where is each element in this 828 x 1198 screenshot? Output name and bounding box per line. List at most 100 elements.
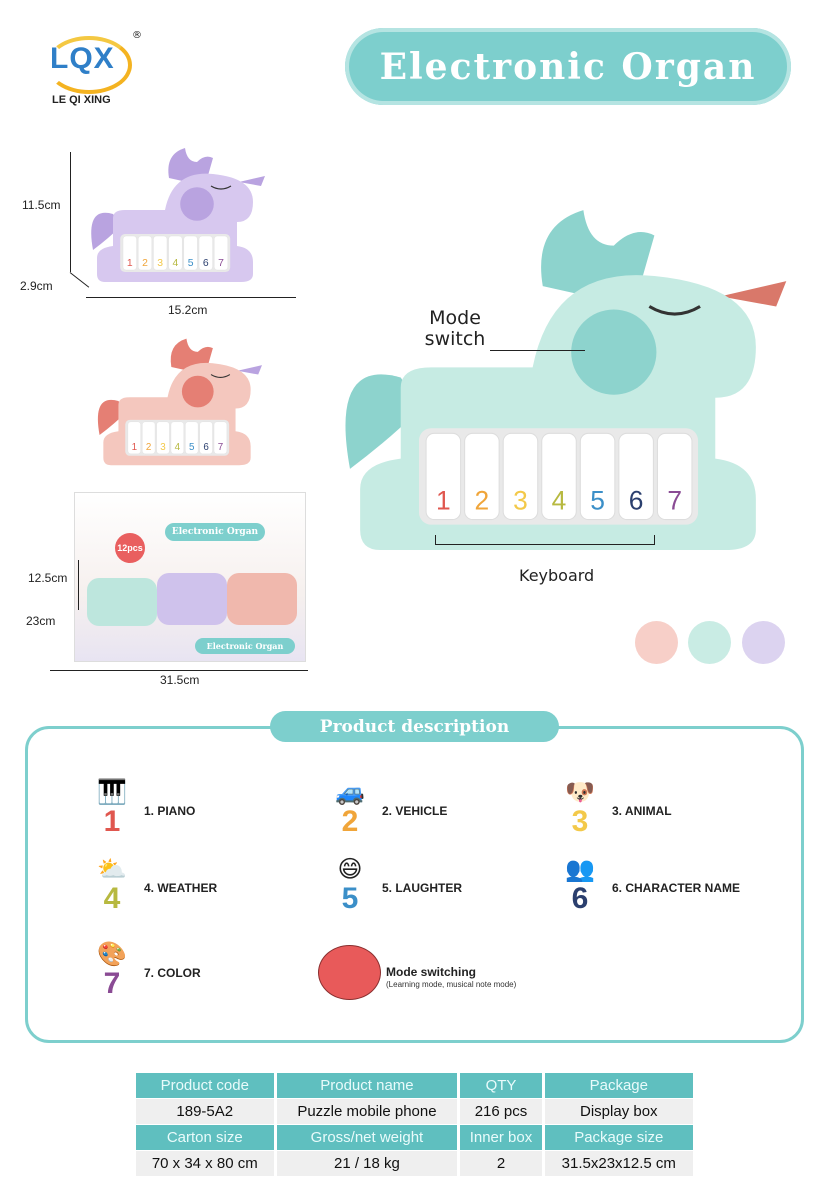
feature-number: 6: [571, 882, 589, 915]
spec-value: 70 x 34 x 80 cm: [136, 1151, 274, 1176]
piano-key: [618, 432, 654, 521]
box-depth-label: 23cm: [26, 614, 56, 628]
spec-value: Display box: [544, 1099, 693, 1124]
key-number: 5: [188, 258, 194, 269]
color-swatch-pink: [635, 621, 678, 664]
feature-label: 4. WEATHER: [144, 881, 218, 895]
piano-key: [214, 235, 228, 271]
piano-key: [156, 421, 170, 455]
dimension-line: [70, 152, 71, 272]
piano-key: [122, 235, 137, 271]
key-number: 7: [218, 442, 223, 453]
logo-text: LQX: [50, 42, 115, 75]
piano-key: [199, 421, 213, 455]
piano-key: [425, 432, 462, 521]
box-front-label: Electronic Organ: [195, 638, 295, 654]
dimension-line: [86, 297, 296, 298]
box-unicorn-mint: [87, 578, 157, 626]
dog-icon: 🐶: [565, 778, 595, 806]
piano-key: [213, 421, 228, 455]
feature-label: 5. LAUGHTER: [382, 881, 463, 895]
feature-item: 👥6 6. CHARACTER NAME: [556, 855, 740, 915]
feature-number: 1: [103, 805, 121, 838]
feature-number: 3: [571, 805, 589, 838]
piano-key: [656, 432, 693, 521]
feature-label: 2. VEHICLE: [382, 804, 448, 818]
box-unicorn-purple: [157, 573, 227, 625]
spec-value: 216 pcs: [460, 1099, 542, 1124]
mode-switch-button: [180, 187, 214, 221]
key-number: 2: [475, 485, 490, 515]
people-icon: 👥: [565, 855, 595, 883]
piano-key: [170, 421, 184, 455]
registered-mark: ®: [132, 30, 142, 41]
spec-value: Puzzle mobile phone: [276, 1099, 458, 1124]
key-number: 3: [160, 442, 166, 453]
brand-logo: LQX ® LE QI XING: [40, 28, 142, 114]
dimension-line: [78, 560, 79, 610]
spec-header: Carton size: [136, 1125, 274, 1150]
feature-label: 7. COLOR: [144, 966, 201, 980]
keyboard-bracket: [435, 535, 655, 545]
feature-label: 3. ANIMAL: [612, 804, 672, 818]
key-number: 2: [142, 258, 148, 269]
piano-key: [138, 235, 152, 271]
logo-swoosh: [46, 36, 132, 94]
key-number: 3: [157, 258, 163, 269]
piano-key: [153, 235, 168, 271]
mode-switching-title: Mode switching: [386, 965, 476, 979]
spec-header: Product name: [276, 1073, 458, 1098]
key-number: 5: [189, 442, 195, 453]
feature-label: 6. CHARACTER NAME: [612, 881, 741, 895]
feature-number: 5: [341, 882, 359, 915]
spec-header: Gross/net weight: [276, 1125, 458, 1150]
keyboard-callout: Keyboard: [519, 566, 595, 585]
mode-button-icon: [318, 945, 381, 1000]
width-label: 15.2cm: [168, 303, 208, 317]
piano-key: [168, 235, 183, 271]
piano-key: [579, 432, 616, 521]
feature-item: 🐶3 3. ANIMAL: [556, 778, 672, 838]
piano-key: [183, 235, 198, 271]
callout-line: [490, 350, 585, 351]
mode-switch-callout: Mode switch: [424, 307, 486, 350]
height-label: 11.5cm: [22, 198, 61, 212]
piano-key: [127, 421, 141, 455]
mode-switch-button: [571, 309, 657, 395]
feature-number: 2: [341, 805, 359, 838]
unicorn-horn: [239, 176, 265, 186]
box-badge: 12pcs: [115, 533, 145, 563]
spec-value: 189-5A2: [136, 1099, 274, 1124]
key-number: 6: [203, 442, 209, 453]
palette-icon: 🎨: [97, 940, 127, 968]
key-number: 6: [629, 485, 644, 515]
unicorn-eye: [210, 374, 231, 378]
box-unicorn-pink: [227, 573, 297, 625]
spec-value: 21 / 18 kg: [276, 1151, 458, 1176]
box-height-label: 12.5cm: [28, 571, 68, 585]
box-width-label: 31.5cm: [160, 673, 200, 687]
unicorn-eye: [210, 185, 232, 190]
key-number: 4: [173, 258, 179, 269]
piano-key: [185, 421, 199, 455]
unicorn-horn: [720, 281, 787, 307]
unicorn-horn: [237, 365, 262, 375]
piano-key: [464, 432, 500, 521]
display-box-image: Electronic Organ 12pcs Electronic Organ: [74, 492, 306, 662]
box-title: Electronic Organ: [165, 523, 265, 541]
spec-header: Package: [544, 1073, 693, 1098]
spec-value: 2: [460, 1151, 542, 1176]
car-icon: 🚙: [335, 778, 365, 806]
spec-header: Package size: [544, 1125, 693, 1150]
weather-icon: ⛅: [97, 855, 127, 883]
piano-key: [198, 235, 213, 271]
